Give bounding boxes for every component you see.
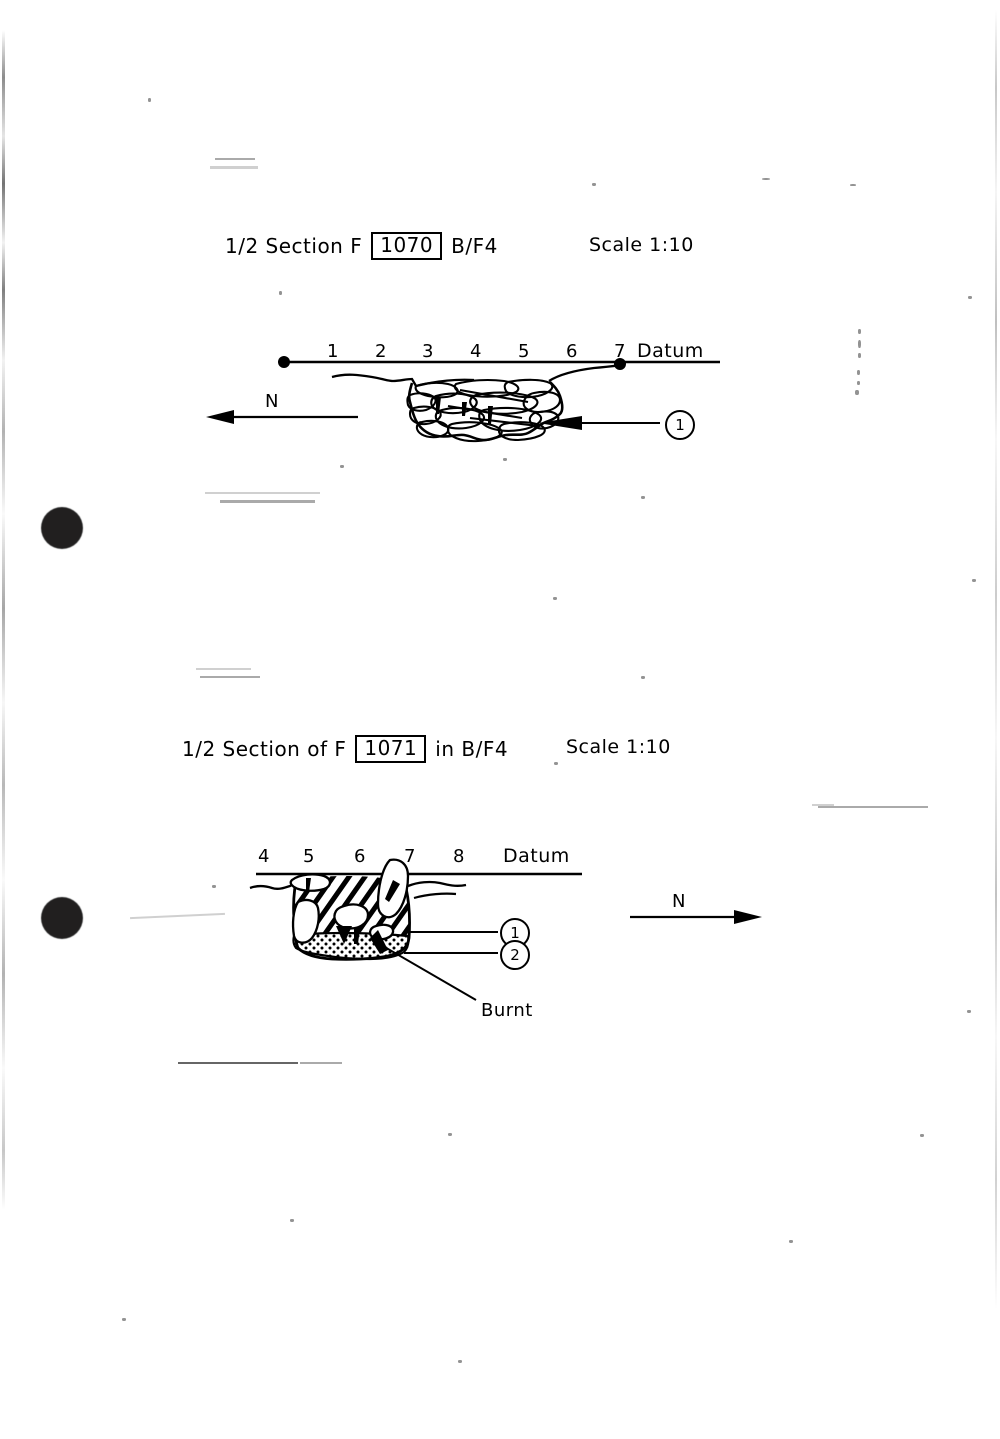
section-1071-stones — [289, 858, 410, 944]
scan-speck — [850, 184, 856, 186]
section-1071-title-suffix: in B/F4 — [435, 737, 509, 761]
section-1071-north-label: N — [672, 891, 686, 912]
scan-speck — [858, 353, 861, 358]
section-1071-ground-line-right-lower — [413, 892, 457, 900]
scan-streak — [215, 158, 255, 160]
section-1070-north-arrow — [206, 410, 358, 424]
section-1071-tick-6: 6 — [354, 846, 366, 867]
section-1070-ground-line-right — [548, 363, 623, 382]
section-1070-tick-2: 2 — [375, 341, 387, 362]
punch-hole-mark-bottom — [42, 898, 82, 938]
section-1070-title-prefix: 1/2 Section F — [225, 234, 363, 258]
scan-speck — [967, 1010, 971, 1013]
scan-edge-right — [995, 10, 997, 1310]
section-1071-ground-line-right — [407, 880, 467, 888]
section-1071-title: 1/2 Section of F 1071 in B/F4 — [182, 735, 508, 763]
section-1071-feature-number: 1071 — [355, 735, 427, 763]
scan-streak — [220, 500, 315, 503]
section-1071-scale-label: Scale 1:10 — [566, 736, 671, 758]
section-1071-void-mark — [354, 928, 360, 944]
section-1070-datum-label: Datum — [637, 340, 704, 362]
section-1071-drawing — [249, 858, 582, 1001]
scan-speck — [592, 183, 596, 186]
section-1070-datum-point-right — [614, 358, 626, 370]
scan-speck — [290, 1219, 294, 1222]
section-1071-burnt-deposit — [370, 930, 388, 954]
section-1070-void-mark — [436, 397, 441, 414]
section-1071-burnt-label: Burnt — [481, 1000, 533, 1021]
section-1071-north-arrow — [630, 910, 762, 924]
scan-streak — [196, 668, 251, 670]
section-1070-feature-number: 1070 — [371, 232, 443, 260]
section-1070-tick-3: 3 — [422, 341, 434, 362]
section-1070-void-mark — [462, 402, 467, 416]
scan-speck — [641, 676, 645, 679]
section-1070-tick-4: 4 — [470, 341, 482, 362]
section-1071-datum-label: Datum — [503, 845, 570, 867]
scan-speck — [920, 1134, 924, 1137]
punch-hole-mark-top — [42, 508, 82, 548]
section-1070-tick-7: 7 — [614, 341, 626, 362]
section-1071-void-mark — [336, 926, 352, 944]
scan-speck — [122, 1318, 126, 1321]
scan-speck — [148, 98, 151, 102]
section-1070-context-label-1: 1 — [665, 410, 695, 440]
scan-speck — [968, 296, 972, 299]
scan-speck — [789, 1240, 793, 1243]
scan-speck — [641, 496, 645, 499]
section-1070-stone-fill — [406, 378, 562, 443]
section-1070-title-suffix: B/F4 — [451, 234, 498, 258]
section-1070-title: 1/2 Section F 1070 B/F4 — [225, 232, 498, 260]
section-1070-ground-line-left — [331, 373, 475, 388]
scan-edge-left — [2, 30, 5, 1210]
section-1071-tick-7: 7 — [404, 846, 416, 867]
scan-speck — [972, 579, 976, 582]
scan-streak — [130, 912, 225, 920]
section-1070-void-mark — [488, 406, 493, 424]
scan-streak — [205, 492, 320, 494]
section-1071-void-mark — [306, 878, 311, 892]
scan-speck — [340, 465, 344, 468]
section-1071-title-prefix: 1/2 Section of F — [182, 737, 347, 761]
scan-speck — [212, 885, 216, 888]
section-1071-void-mark — [385, 880, 400, 902]
scan-streak — [812, 804, 834, 806]
scan-speck — [858, 340, 861, 348]
section-1070-tick-5: 5 — [518, 341, 530, 362]
section-1071-tick-5: 5 — [303, 846, 315, 867]
section-1070-tick-6: 6 — [566, 341, 578, 362]
scan-streak — [300, 1062, 342, 1064]
scan-speck — [858, 329, 861, 334]
scan-speck — [762, 178, 770, 180]
scan-speck — [857, 381, 860, 385]
scan-streak — [178, 1062, 298, 1064]
scan-speck — [503, 458, 507, 461]
scan-speck — [458, 1360, 462, 1363]
section-1071-tick-4: 4 — [258, 846, 270, 867]
section-1070-scale-label: Scale 1:10 — [589, 234, 694, 256]
scan-speck — [857, 370, 860, 375]
scan-streak — [818, 806, 928, 808]
section-1071-tick-8: 8 — [453, 846, 465, 867]
section-1070-leader-arrow — [538, 416, 582, 430]
section-1071-ground-line-left — [249, 879, 298, 890]
section-1070-tick-1: 1 — [327, 341, 339, 362]
scan-speck — [554, 762, 558, 765]
scan-streak — [200, 676, 260, 678]
section-1070-datum-point-left — [278, 356, 290, 368]
scan-speck — [553, 597, 557, 600]
scan-streak — [210, 166, 258, 169]
scan-speck — [855, 390, 859, 395]
section-1070-north-label: N — [265, 391, 279, 412]
scan-speck — [279, 291, 282, 295]
scan-speck — [448, 1133, 452, 1136]
section-1071-context-label-2: 2 — [500, 940, 530, 970]
section-1070-drawing — [278, 356, 720, 443]
section-1071-leader-line-burnt — [375, 941, 477, 1001]
